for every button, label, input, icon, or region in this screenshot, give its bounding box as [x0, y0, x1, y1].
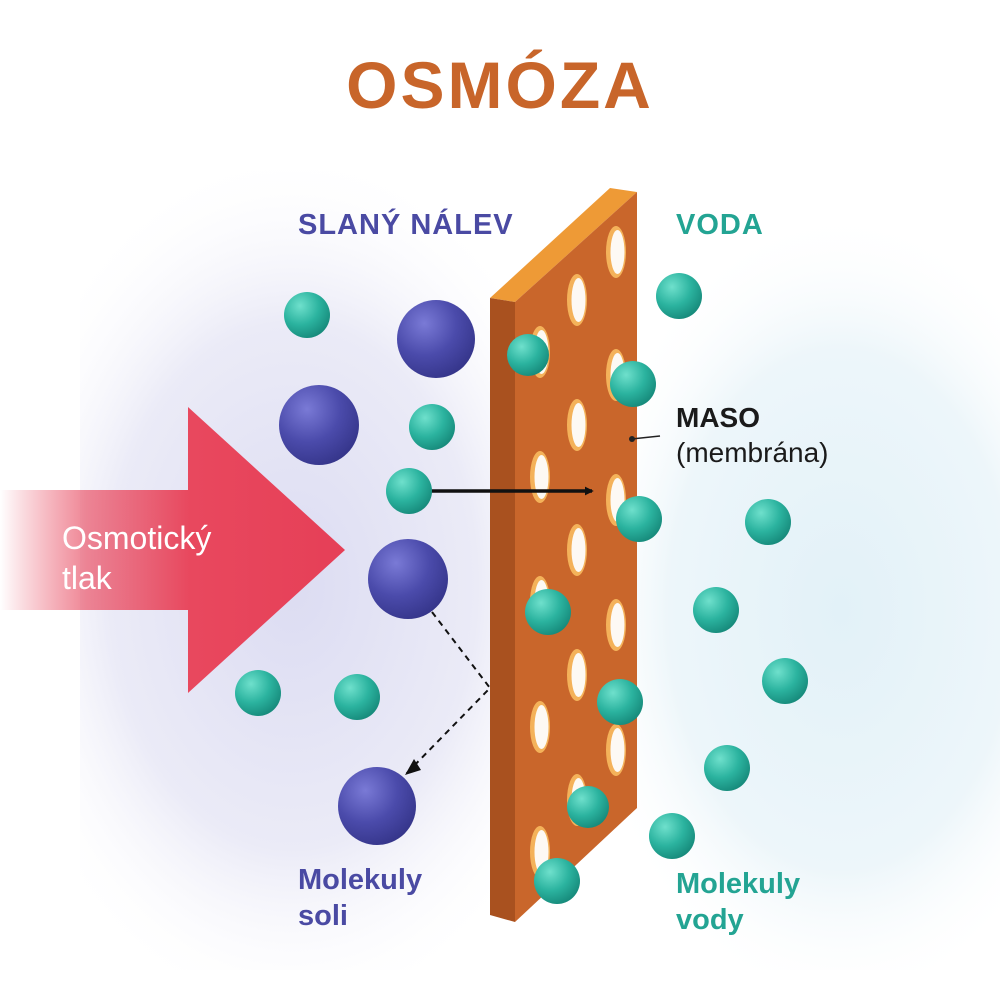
salt-molecule: [279, 385, 359, 465]
membrane-label-name: MASO: [676, 402, 760, 433]
membrane-pore: [571, 528, 586, 572]
water-molecule: [534, 858, 580, 904]
membrane-pore: [571, 653, 586, 697]
salt-deflection-path: [404, 611, 492, 776]
water-heading: VODA: [676, 209, 764, 241]
salt-molecules-label-line2: soli: [298, 900, 348, 932]
membrane-label: MASO (membrána): [676, 400, 828, 470]
water-molecule: [649, 813, 695, 859]
water-molecule: [704, 745, 750, 791]
membrane-label-dot: [629, 436, 635, 442]
salt-molecules-label-line1: Molekuly: [298, 864, 423, 896]
water-molecules-label-line1: Molekuly: [676, 868, 801, 900]
water-molecule: [235, 670, 281, 716]
osmotic-pressure-arrow: [0, 407, 345, 693]
membrane-pore: [534, 705, 549, 749]
water-molecule: [409, 404, 455, 450]
osmotic-pressure-label-line2: tlak: [62, 560, 112, 596]
membrane: [490, 188, 637, 922]
salt-molecules-label: Molekuly soli: [298, 862, 422, 934]
water-molecule: [656, 273, 702, 319]
salt-molecule: [338, 767, 416, 845]
membrane-pore: [610, 728, 625, 772]
membrane-side-edge: [490, 298, 515, 922]
membrane-label-leader: [631, 435, 661, 440]
membrane-pore: [571, 278, 586, 322]
water-molecule: [745, 499, 791, 545]
water-molecule: [525, 589, 571, 635]
water-molecule: [616, 496, 662, 542]
water-molecule: [693, 587, 739, 633]
deflection-arrowhead: [405, 759, 421, 775]
water-molecule: [762, 658, 808, 704]
membrane-pore: [610, 603, 625, 647]
membrane-top-edge: [490, 188, 637, 302]
water-molecule: [334, 674, 380, 720]
water-molecules-label: Molekuly vody: [676, 866, 800, 938]
water-molecule: [284, 292, 330, 338]
water-molecules-label-line2: vody: [676, 904, 744, 936]
salt-solution-heading: SLANÝ NÁLEV: [298, 209, 514, 241]
osmotic-pressure-label-line1: Osmotický: [62, 520, 212, 556]
salt-molecule: [397, 300, 475, 378]
membrane-pore: [534, 455, 549, 499]
water-molecule: [597, 679, 643, 725]
diagram-title: OSMÓZA: [346, 48, 654, 122]
salt-molecule: [368, 539, 448, 619]
membrane-label-note: (membrána): [676, 437, 829, 468]
osmotic-pressure-label: Osmotický tlak: [62, 518, 211, 598]
water-molecule: [567, 786, 609, 828]
membrane-pore: [610, 230, 625, 274]
water-molecule: [507, 334, 549, 376]
water-molecule: [610, 361, 656, 407]
water-molecule: [386, 468, 432, 514]
water-molecules: [235, 273, 808, 904]
salt-molecules: [279, 300, 475, 845]
membrane-pore: [571, 403, 586, 447]
